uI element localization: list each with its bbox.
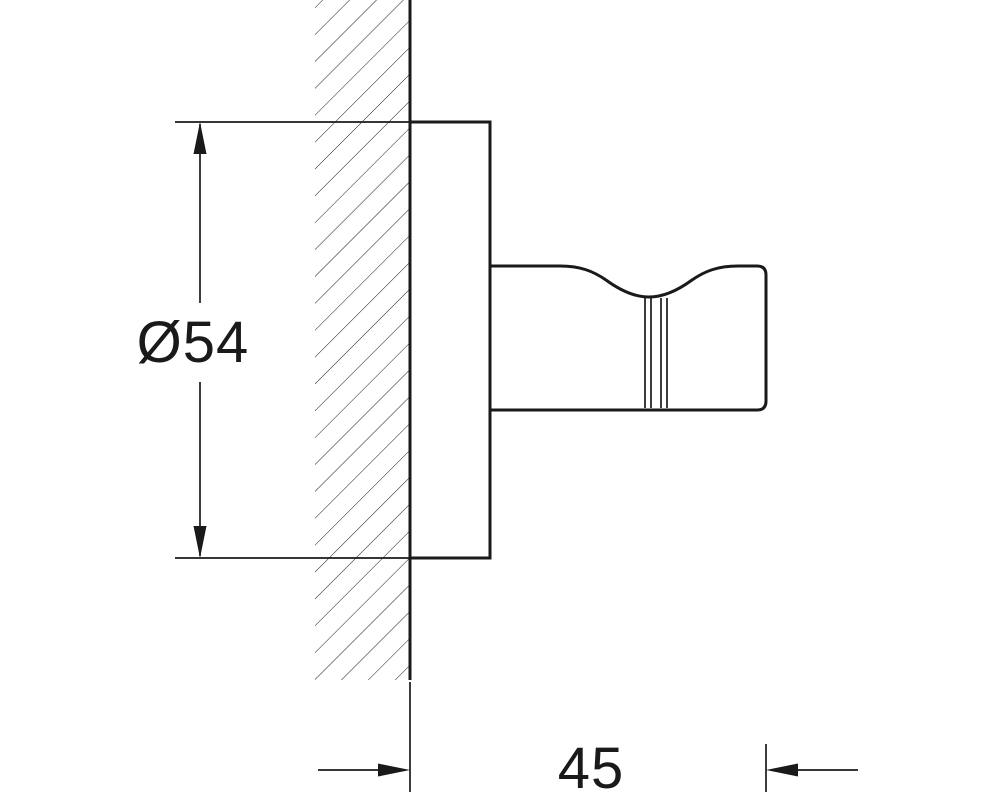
wall-hatching [315, 0, 410, 680]
dimension-arrow-left [766, 763, 798, 777]
diameter-dimension: Ø54 [137, 122, 250, 558]
dimension-arrow-up [193, 122, 207, 154]
dimension-arrow-down [193, 526, 207, 558]
hook-body [488, 264, 768, 412]
dimension-arrow-right [378, 763, 410, 777]
diameter-label: Ø54 [137, 310, 250, 375]
wall-plate [408, 120, 492, 560]
projection-label: 45 [558, 736, 625, 800]
projection-dimension: 45 [318, 682, 858, 800]
hook-detail-lines [644, 298, 668, 408]
